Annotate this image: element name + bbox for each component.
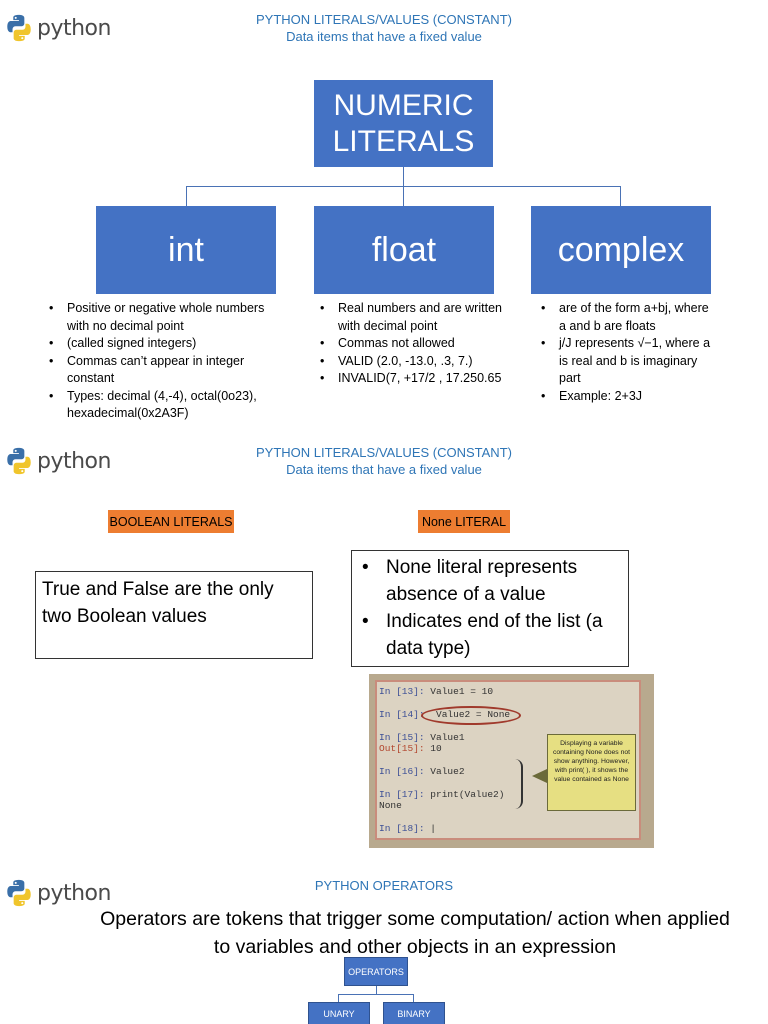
- list-item: INVALID(7, +17/2 , 17.250.65: [318, 370, 508, 388]
- logo-text: python: [37, 448, 111, 474]
- list-item: Types: decimal (4,-4), octal(0o23), hexa…: [47, 388, 287, 423]
- connector-vertical-main: [403, 167, 404, 186]
- none-bullets: None literal represents absence of a val…: [358, 554, 622, 662]
- code-line: In [18]: |: [379, 823, 437, 834]
- connector-operators: [376, 986, 377, 994]
- highlight-ellipse: [421, 706, 521, 725]
- list-item: Commas can’t appear in integer constant: [47, 353, 287, 388]
- heading-line1: PYTHON LITERALS/VALUES (CONSTANT): [256, 445, 512, 460]
- list-item: Positive or negative whole numbers with …: [47, 300, 287, 335]
- list-item: j/J represents √−1, where a is real and …: [539, 335, 714, 388]
- list-item: Example: 2+3J: [539, 388, 714, 406]
- code-line: In [17]: print(Value2): [379, 789, 505, 800]
- python-logo-icon: [7, 447, 31, 475]
- title-line2: LITERALS: [332, 124, 475, 158]
- boolean-description-box: True and False are the only two Boolean …: [35, 571, 313, 659]
- code-line: In [15]: Value1: [379, 732, 465, 743]
- list-item: Commas not allowed: [318, 335, 508, 353]
- python-logo-icon: [7, 14, 31, 42]
- logo-text: python: [37, 15, 111, 41]
- connector-int: [186, 186, 187, 206]
- list-item: Real numbers and are written with decima…: [318, 300, 508, 335]
- list-item: VALID (2.0, -13.0, .3, 7.): [318, 353, 508, 371]
- python-logo: python: [4, 12, 111, 44]
- operators-root-box: OPERATORS: [344, 957, 408, 986]
- category-complex: complex: [531, 206, 711, 294]
- section1-heading: PYTHON LITERALS/VALUES (CONSTANT) Data i…: [0, 11, 768, 45]
- none-description-box: None literal represents absence of a val…: [351, 550, 629, 667]
- section2-heading: PYTHON LITERALS/VALUES (CONSTANT) Data i…: [0, 444, 768, 478]
- logo-text: python: [37, 880, 111, 906]
- heading-line2: Data items that have a fixed value: [286, 29, 482, 44]
- python-logo: python: [4, 445, 111, 477]
- connector-binary: [413, 994, 414, 1002]
- title-line1: NUMERIC: [333, 88, 474, 122]
- list-item: None literal represents absence of a val…: [358, 554, 622, 608]
- binary-box: BINARY: [383, 1002, 445, 1024]
- operators-description: Operators are tokens that trigger some c…: [100, 908, 730, 958]
- code-line: In [16]: Value2: [379, 766, 465, 777]
- category-float: float: [314, 206, 494, 294]
- section3-heading: PYTHON OPERATORS: [314, 878, 454, 893]
- connector-operators-horizontal: [338, 994, 414, 995]
- list-item: (called signed integers): [47, 335, 287, 353]
- unary-box: UNARY: [308, 1002, 370, 1024]
- float-bullets: Real numbers and are written with decima…: [318, 300, 508, 388]
- code-example-photo: In [13]: Value1 = 10 In [14]: Value2 = N…: [369, 674, 654, 848]
- list-item: are of the form a+bj, where a and b are …: [539, 300, 714, 335]
- int-bullets: Positive or negative whole numbers with …: [47, 300, 287, 423]
- connector-float: [403, 186, 404, 206]
- numeric-literals-title: NUMERIC LITERALS: [314, 80, 493, 167]
- callout-pointer: [532, 769, 547, 783]
- code-line: Out[15]: 10: [379, 743, 442, 754]
- list-item: Indicates end of the list (a data type): [358, 608, 622, 662]
- category-int: int: [96, 206, 276, 294]
- connector-unary: [338, 994, 339, 1002]
- heading-line2: Data items that have a fixed value: [286, 462, 482, 477]
- code-line: None: [379, 800, 402, 811]
- complex-bullets: are of the form a+bj, where a and b are …: [539, 300, 714, 405]
- heading-line1: PYTHON LITERALS/VALUES (CONSTANT): [256, 12, 512, 27]
- callout-note: Displaying a variable containing None do…: [547, 734, 636, 811]
- curly-brace: [515, 759, 523, 809]
- python-logo-icon: [7, 879, 31, 907]
- boolean-literals-tag: BOOLEAN LITERALS: [108, 510, 234, 533]
- none-literal-tag: None LITERAL: [418, 510, 510, 533]
- python-logo: python: [4, 877, 111, 909]
- code-line: In [13]: Value1 = 10: [379, 686, 494, 697]
- connector-complex: [620, 186, 621, 206]
